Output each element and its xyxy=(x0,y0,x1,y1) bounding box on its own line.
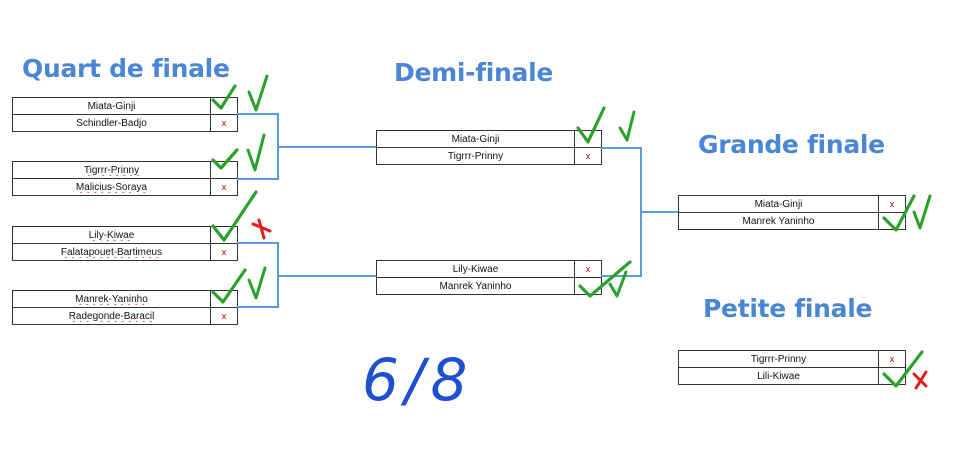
third-place-match: Tigrrr-Prinny x Lili-Kiwae xyxy=(678,350,906,385)
check-mark xyxy=(608,270,628,298)
score-cell xyxy=(210,162,237,178)
team-name: Miata-Ginji xyxy=(451,133,500,145)
match-slot: Tigrrr-Prinny xyxy=(13,162,237,179)
team-name: Schindler-Badjo xyxy=(76,117,147,129)
connector-q1-q2 xyxy=(237,113,279,180)
handwritten-marks xyxy=(211,74,932,390)
match-slot: Lili-Kiwae xyxy=(679,368,905,384)
team-name: Miata-Ginji xyxy=(754,198,803,210)
check-mark xyxy=(211,84,237,110)
team-name: Malicius-Soraya xyxy=(75,181,148,193)
score-cell: x xyxy=(878,196,905,212)
check-mark xyxy=(576,106,606,144)
check-mark xyxy=(246,133,266,172)
match-slot: Manrek Yaninho xyxy=(377,278,601,294)
score-cell xyxy=(210,291,237,307)
match-slot: Miata-Ginji x xyxy=(679,196,905,213)
match-slot: Miata-Ginji xyxy=(377,131,601,148)
score-cell xyxy=(878,213,905,229)
semi-match-1: Miata-Ginji Tigrrr-Prinny x xyxy=(376,130,602,165)
semi-match-2: Lily-Kiwae x Manrek Yaninho xyxy=(376,260,602,295)
third-place-title: Petite finale xyxy=(703,294,873,323)
check-mark xyxy=(211,148,239,170)
score-cell xyxy=(878,368,905,384)
team-name: Tigrrr-Prinny xyxy=(447,150,504,162)
check-mark xyxy=(882,194,916,232)
quarter-final-title: Quart de finale xyxy=(22,54,230,83)
team-name: Manrek Yaninho xyxy=(439,280,512,292)
grand-final-match: Miata-Ginji x Manrek Yaninho xyxy=(678,195,906,230)
match-slot: Radegonde-Baracil x xyxy=(13,308,237,324)
team-name: Manrek Yaninho xyxy=(742,215,815,227)
team-name: Miata-Ginji xyxy=(87,100,136,112)
match-slot: Malicius-Soraya x xyxy=(13,179,237,195)
match-slot: Lily-Kiwae x xyxy=(377,261,601,278)
score-cell: x xyxy=(878,351,905,367)
check-mark xyxy=(247,266,267,300)
bracket-connectors xyxy=(237,113,678,308)
score-cell: x xyxy=(210,115,237,131)
score-cell xyxy=(210,227,237,243)
team-name: Falatapouet-Bartimeus xyxy=(60,246,163,258)
match-slot: Falatapouet-Bartimeus x xyxy=(13,244,237,260)
match-slot: Lily-Kiwae xyxy=(13,227,237,244)
cross-mark xyxy=(912,370,928,390)
quarter-match-3: Lily-Kiwae Falatapouet-Bartimeus x xyxy=(12,226,238,261)
quarter-match-1: Miata-Ginji Schindler-Badjo x xyxy=(12,97,238,132)
score-cell: x xyxy=(574,261,601,277)
score-cell xyxy=(574,278,601,294)
connector-semis-final xyxy=(601,147,642,277)
team-name: Lili-Kiwae xyxy=(757,370,800,382)
score-cell xyxy=(210,98,237,114)
handwritten-score: 6/8 xyxy=(362,346,473,414)
match-slot: Miata-Ginji xyxy=(13,98,237,115)
team-name: Lily-Kiwae xyxy=(452,263,499,275)
team-name: Tigrrr-Prinny xyxy=(750,353,807,365)
match-slot: Tigrrr-Prinny x xyxy=(377,148,601,164)
team-name: Radegonde-Baracil xyxy=(68,310,155,322)
cross-mark xyxy=(251,218,272,240)
team-name: Manrek-Yaninho xyxy=(75,293,148,305)
team-name: Lily-Kiwae xyxy=(88,229,135,241)
grand-final-title: Grande finale xyxy=(698,130,885,159)
score-cell: x xyxy=(210,308,237,324)
semi-final-title: Demi-finale xyxy=(394,58,554,87)
match-slot: Tigrrr-Prinny x xyxy=(679,351,905,368)
score-cell: x xyxy=(574,148,601,164)
score-cell: x xyxy=(210,244,237,260)
quarter-match-4: Manrek-Yaninho Radegonde-Baracil x xyxy=(12,290,238,325)
score-cell: x xyxy=(210,179,237,195)
check-mark xyxy=(882,350,924,388)
check-mark xyxy=(211,268,247,304)
team-name: Tigrrr-Prinny xyxy=(83,164,140,176)
check-mark xyxy=(618,110,636,142)
quarter-match-2: Tigrrr-Prinny Malicius-Soraya x xyxy=(12,161,238,196)
match-slot: Manrek Yaninho xyxy=(679,213,905,229)
match-slot: Schindler-Badjo x xyxy=(13,115,237,131)
score-cell xyxy=(574,131,601,147)
check-mark xyxy=(247,74,269,112)
check-mark xyxy=(912,194,932,230)
match-slot: Manrek-Yaninho xyxy=(13,291,237,308)
check-mark xyxy=(578,260,632,298)
check-mark xyxy=(211,190,258,242)
